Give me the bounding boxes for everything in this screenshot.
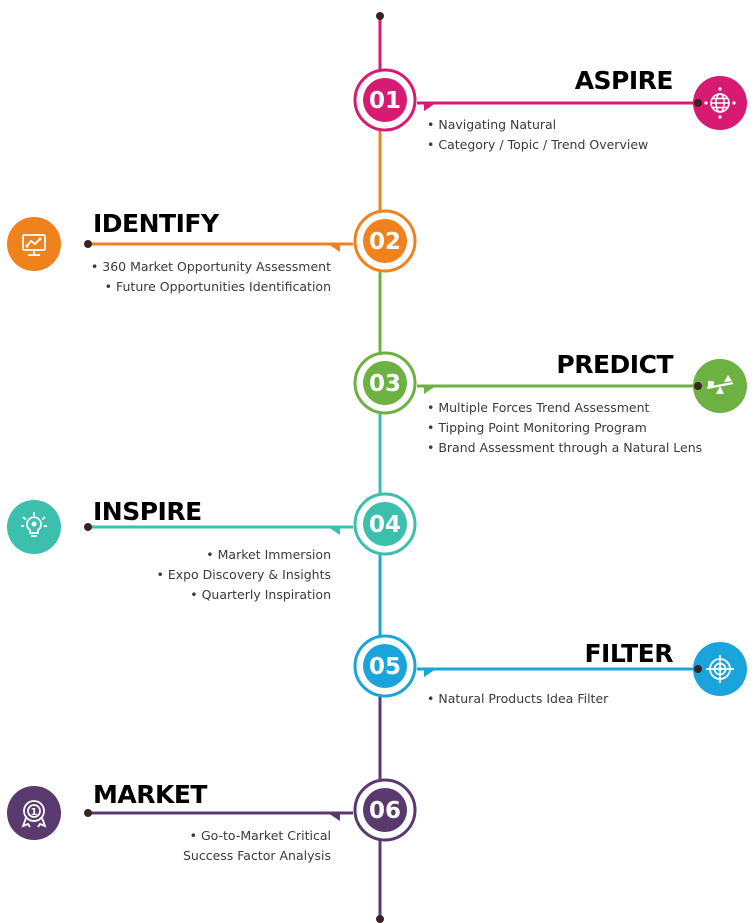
globe-icon: [693, 76, 747, 130]
step-6-bullets: • Go-to-Market Critical Success Factor A…: [183, 826, 331, 866]
step-6-title: MARKET: [93, 780, 207, 809]
timeline-end-dot: [376, 915, 384, 923]
step-5-bullet-1: • Natural Products Idea Filter: [427, 691, 609, 706]
step-2-bullets: • 360 Market Opportunity Assessment • Fu…: [91, 257, 331, 297]
step-2-branch-dot: [84, 240, 92, 248]
step-4-number-badge: [363, 502, 407, 546]
step-4-bullet-3: • Quarterly Inspiration: [190, 587, 331, 602]
step-2-number: 02: [369, 229, 401, 255]
step-4-pointer: [328, 527, 340, 535]
monitor-chart-icon: [7, 217, 61, 271]
step-3-pointer: [424, 386, 436, 394]
step-3-bullets: • Multiple Forces Trend Assessment • Tip…: [427, 398, 702, 458]
step-icons: 1: [7, 76, 747, 840]
step-1-bullet-1: • Navigating Natural: [427, 117, 557, 132]
target-icon: [693, 642, 747, 696]
step-2-title: IDENTIFY: [93, 209, 219, 238]
step-4-bullets: • Market Immersion • Expo Discovery & In…: [156, 545, 331, 605]
step-3-bullet-1: • Multiple Forces Trend Assessment: [427, 400, 650, 415]
award-medal-icon: 1: [7, 786, 61, 840]
step-6-pointer: [328, 813, 340, 821]
step-5-branch-dot: [694, 665, 702, 673]
step-3-bullet-3: • Brand Assessment through a Natural Len…: [427, 440, 703, 455]
timeline-dots: [84, 12, 702, 923]
step-1-title: ASPIRE: [574, 66, 674, 95]
step-3-branch-dot: [694, 382, 702, 390]
step-2-bullet-1: • 360 Market Opportunity Assessment: [90, 259, 331, 274]
step-4-bullet-1: • Market Immersion: [206, 547, 331, 562]
step-5-pointer: [424, 669, 436, 677]
step-3-bullet-2: • Tipping Point Monitoring Program: [427, 420, 647, 435]
step-4-number: 04: [369, 512, 401, 538]
step-6-number: 06: [369, 798, 401, 824]
step-1-pointer: [424, 103, 436, 111]
svg-text:1: 1: [31, 807, 38, 818]
seesaw-balance-icon: [693, 359, 747, 413]
step-2-pointer: [328, 244, 340, 252]
step-6-branch-dot: [84, 809, 92, 817]
step-5-bullets: • Natural Products Idea Filter: [427, 689, 608, 709]
step-3-title: PREDICT: [556, 350, 673, 379]
step-5-number-badge: [363, 644, 407, 688]
step-4-bullet-2: • Expo Discovery & Insights: [156, 567, 331, 582]
step-6-bullet-2: Success Factor Analysis: [182, 848, 331, 863]
step-4-title: INSPIRE: [93, 497, 202, 526]
step-5-title: FILTER: [584, 639, 673, 668]
step-1-branch-dot: [694, 99, 702, 107]
step-2-number-badge: [363, 219, 407, 263]
timeline-rings: 01 02 03 04 05 06: [353, 68, 417, 842]
lightbulb-icon: [7, 500, 61, 554]
step-3-number-badge: [363, 361, 407, 405]
step-1-bullets: • Navigating Natural • Category / Topic …: [427, 115, 648, 155]
step-1-number-badge: [363, 78, 407, 122]
step-4-branch-dot: [84, 523, 92, 531]
step-5-number: 05: [369, 654, 401, 680]
step-1-bullet-2: • Category / Topic / Trend Overview: [427, 137, 649, 152]
step-6-number-badge: [363, 788, 407, 832]
step-6-bullet-1: • Go-to-Market Critical: [189, 828, 331, 843]
step-2-bullet-2: • Future Opportunities Identification: [104, 279, 331, 294]
timeline-start-dot: [376, 12, 384, 20]
timeline-branches: [88, 101, 698, 821]
step-3-number: 03: [369, 371, 401, 397]
step-1-number: 01: [369, 88, 401, 114]
